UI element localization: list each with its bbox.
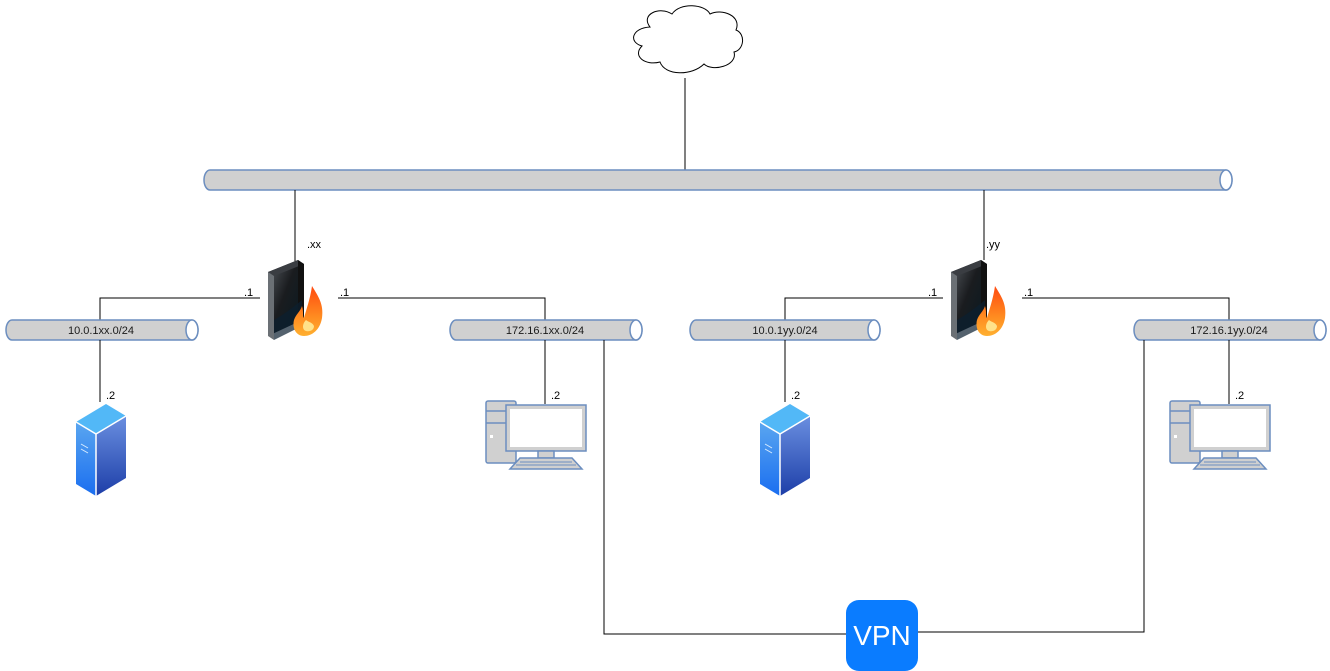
fw-xx-lan2-ip: .1 [340,287,349,299]
link-fw-yy-net-10 [784,297,943,320]
fw-yy-wan-ip: .yy [986,239,1001,251]
pc-xx-ip: .2 [551,390,560,402]
vpn-label: VPN [853,620,911,651]
server-icon [75,403,127,497]
link-fw-xx-net-10 [99,297,260,320]
workstation-icon [1169,400,1271,470]
cloud-icon [633,5,743,74]
fw-yy-lan1-ip: .1 [928,287,937,299]
link-fw-yy-net-172 [1022,297,1230,320]
network-label: 10.0.1yy.0/24 [752,325,817,337]
link-fw-xx-net-172 [338,297,546,320]
backbone-pipe [203,169,1233,191]
pc-yy-ip: .2 [1235,390,1244,402]
fw-xx-lan1-ip: .1 [244,287,253,299]
fw-xx-wan-ip: .xx [307,239,322,251]
link-vpn-yy [917,340,1145,633]
network-pipe-10-yy: 10.0.1yy.0/24 [689,319,881,341]
network-pipe-172-xx: 172.16.1xx.0/24 [449,319,643,341]
network-label: 10.0.1xx.0/24 [68,325,134,337]
vpn-gateway: VPN [846,600,918,671]
workstation-icon [485,400,587,470]
firewall-icon [268,260,323,340]
network-pipe-172-yy: 172.16.1yy.0/24 [1133,319,1327,341]
server-yy-ip: .2 [791,390,800,402]
fw-yy-lan2-ip: .1 [1024,287,1033,299]
network-pipe-10-xx: 10.0.1xx.0/24 [5,319,199,341]
link-vpn-xx [603,340,847,635]
server-icon [759,403,811,497]
firewall-icon [951,260,1006,340]
network-label: 172.16.1yy.0/24 [1190,325,1267,337]
server-xx-ip: .2 [106,390,115,402]
network-label: 172.16.1xx.0/24 [506,325,584,337]
vpn-icon [846,600,918,671]
